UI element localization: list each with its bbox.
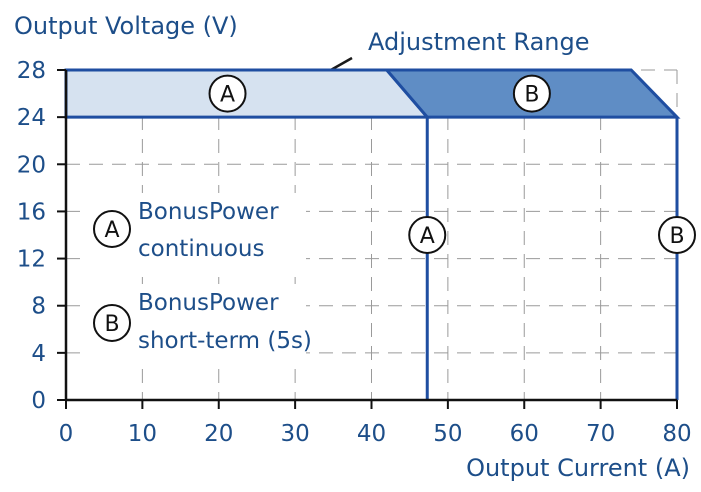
limit-a-marker bbox=[408, 216, 447, 254]
region-b-marker bbox=[512, 74, 551, 113]
tick-labels: 0 4 8 12 16 20 24 28 0 10 20 30 40 50 60 70 80 bbox=[17, 58, 692, 447]
axes bbox=[57, 69, 678, 409]
region-a-marker bbox=[208, 74, 247, 113]
region-a-marker-label: A bbox=[220, 83, 235, 108]
y-tick-label: 0 bbox=[31, 388, 46, 414]
legend-b-marker bbox=[93, 304, 131, 342]
x-tick-label: 0 bbox=[59, 421, 74, 447]
y-tick-label: 4 bbox=[31, 341, 46, 367]
limit-b-marker-label: B bbox=[669, 224, 684, 249]
x-tick-label: 70 bbox=[586, 421, 615, 447]
region-a bbox=[64, 68, 431, 119]
x-tick-label: 30 bbox=[280, 421, 309, 447]
x-tick-label: 50 bbox=[433, 421, 462, 447]
legend-a-marker-label: A bbox=[104, 218, 119, 243]
legend-a-line-2: continuous bbox=[138, 236, 265, 262]
y-tick-label: 28 bbox=[17, 58, 46, 84]
legend-b-line-2: short-term (5s) bbox=[138, 328, 312, 354]
adjustment-range-label: Adjustment Range bbox=[368, 28, 589, 56]
y-tick-label: 12 bbox=[17, 247, 46, 273]
x-tick-label: 40 bbox=[357, 421, 386, 447]
y-tick-label: 16 bbox=[17, 199, 46, 225]
y-tick-label: 8 bbox=[31, 294, 46, 320]
y-tick-label: 20 bbox=[17, 152, 46, 178]
limit-a-marker-label: A bbox=[420, 224, 435, 249]
limit-b-marker bbox=[658, 216, 696, 254]
y-axis-title: Output Voltage (V) bbox=[14, 12, 238, 40]
x-axis-title: Output Current (A) bbox=[466, 454, 690, 482]
legend-a-marker bbox=[93, 210, 131, 248]
x-tick-label: 10 bbox=[128, 421, 157, 447]
x-tick-label: 20 bbox=[204, 421, 233, 447]
x-tick-label: 60 bbox=[510, 421, 539, 447]
legend-b-marker-label: B bbox=[104, 312, 119, 337]
region-b-marker-label: B bbox=[524, 83, 539, 108]
y-tick-label: 24 bbox=[17, 105, 46, 131]
legend-b-line-1: BonusPower bbox=[138, 290, 279, 316]
legend-a-line-1: BonusPower bbox=[138, 199, 279, 225]
x-tick-label: 80 bbox=[662, 421, 691, 447]
